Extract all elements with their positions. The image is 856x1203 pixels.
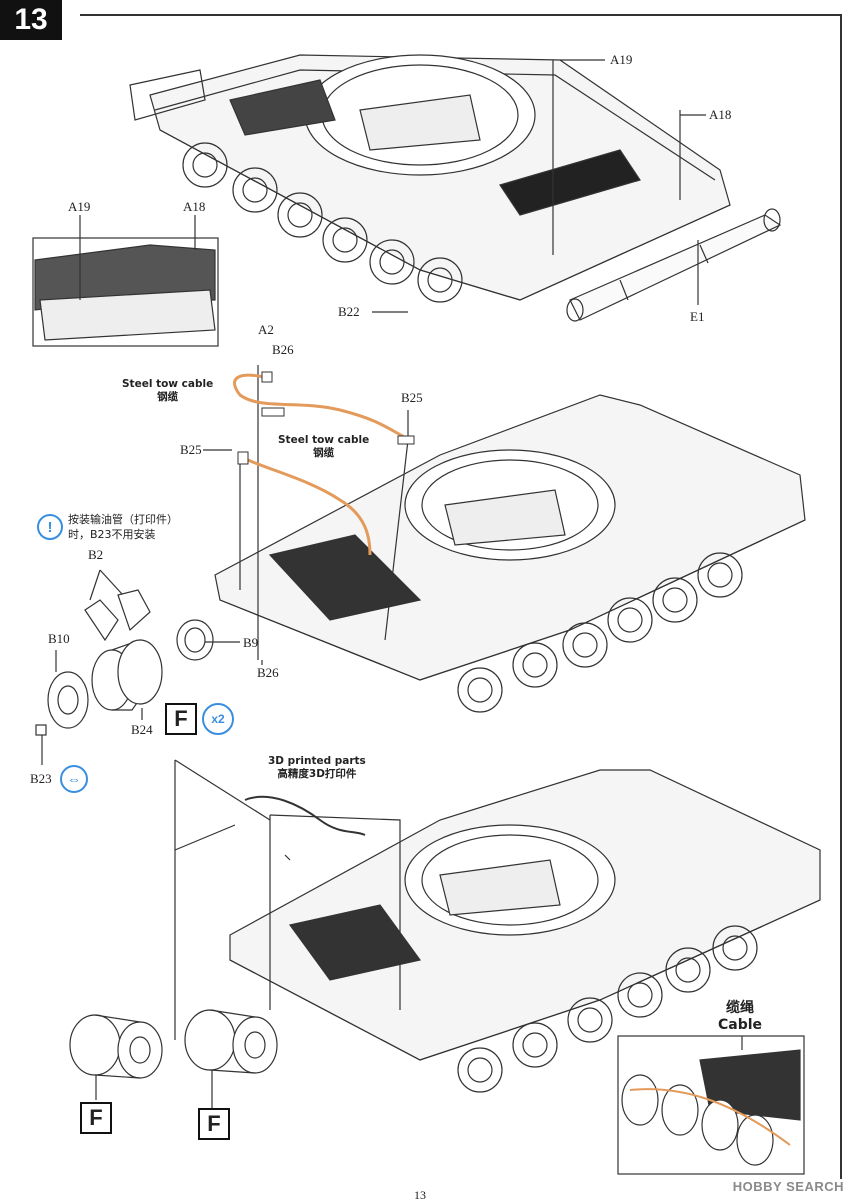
- tow-cable-note-2: Steel tow cable 钢缆: [278, 434, 369, 460]
- printed-parts-note: 3D printed parts 高精度3D打印件: [268, 755, 366, 781]
- tank-top-drawing: [129, 54, 782, 322]
- label-a19-top: A19: [610, 52, 633, 67]
- x2-quantity-icon: x2: [202, 703, 234, 735]
- frame-top-line: [80, 14, 842, 16]
- label-b22: B22: [338, 304, 360, 319]
- fuel-drums-bottom: [69, 1009, 278, 1108]
- printed-parts-en: 3D printed parts: [268, 755, 366, 767]
- label-a2: A2: [258, 322, 274, 337]
- step-number-badge: 13: [0, 0, 62, 40]
- label-e1: E1: [690, 309, 705, 324]
- tow-cable-note-2-en: Steel tow cable: [278, 434, 370, 446]
- tank-middle-drawing: [203, 365, 806, 713]
- tow-cable-note-1-cn: 钢缆: [157, 391, 179, 403]
- frame-right-line: [840, 14, 842, 1179]
- glue-icon: ⇔: [60, 765, 88, 793]
- f-sprue-badge-middle: F: [165, 703, 197, 735]
- info-icon: !: [37, 514, 63, 540]
- label-a18-top: A18: [709, 107, 732, 122]
- label-b25-right: B25: [401, 390, 423, 405]
- info-note: 按装输油管（打印件） 时，B23不用安装: [68, 512, 178, 542]
- page-number: 13: [414, 1188, 426, 1202]
- tow-cable-note-1: Steel tow cable 钢缆: [122, 378, 213, 404]
- label-b26-bottom: B26: [257, 665, 279, 680]
- cable-note-cn: 缆绳: [726, 1000, 755, 1016]
- info-note-line1: 按装输油管（打印件）: [68, 513, 178, 526]
- label-b24: B24: [131, 722, 153, 737]
- inset-bottom-drawing: [617, 1035, 805, 1175]
- label-b10: B10: [48, 631, 70, 646]
- printed-parts-cn: 高精度3D打印件: [277, 768, 357, 780]
- cable-note-en: Cable: [718, 1017, 763, 1033]
- label-b2: B2: [88, 547, 104, 562]
- inset-top-drawing: [32, 215, 219, 347]
- tow-cables: [233, 373, 411, 556]
- cable-note: 缆绳 Cable: [718, 1000, 762, 1034]
- label-b23: B23: [30, 771, 52, 786]
- f-sprue-badge-bottom-left: F: [80, 1102, 112, 1134]
- tow-cable-note-1-en: Steel tow cable: [122, 378, 214, 390]
- watermark: HOBBY SEARCH: [732, 1179, 844, 1194]
- label-a18-inset: A18: [183, 199, 206, 214]
- fuel-drum-exploded: [35, 569, 240, 765]
- label-b25-left: B25: [180, 442, 202, 457]
- label-b9: B9: [243, 635, 259, 650]
- f-sprue-badge-bottom-right: F: [198, 1108, 230, 1140]
- info-note-line2: 时，B23不用安装: [68, 528, 156, 541]
- tank-bottom-drawing: [174, 759, 821, 1093]
- tow-cable-note-2-cn: 钢缆: [313, 447, 335, 459]
- label-b26-top: B26: [272, 342, 294, 357]
- label-a19-inset: A19: [68, 199, 91, 214]
